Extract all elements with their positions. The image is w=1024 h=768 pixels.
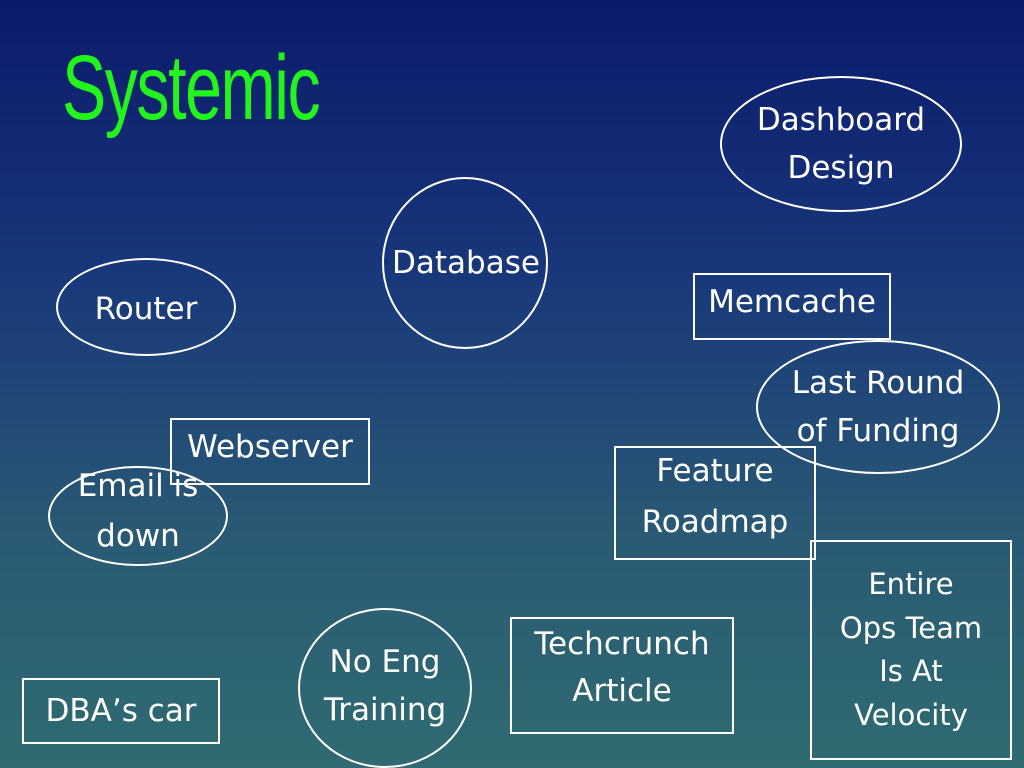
slide-title: Systemic [62,37,321,139]
node-label: Database [392,244,540,281]
email-is-down-node: Email is down [48,466,228,566]
entire-ops-team-node: Entire Ops Team Is At Velocity [810,540,1012,760]
router-node: Router [56,258,236,356]
techcrunch-article-node: Techcrunch Article [510,617,734,734]
node-label-line: Velocity [854,697,968,732]
node-label-line: of Funding [796,413,960,449]
database-node: Database [382,177,548,349]
dbas-car-node: DBA’s car [22,678,220,744]
node-label: Webserver [187,429,353,466]
node-label-line: Email is [77,468,199,505]
node-label-line: Feature [656,452,774,489]
no-eng-training-node: No Eng Training [298,608,472,768]
memcache-node: Memcache [693,273,891,340]
dashboard-design-node: Dashboard Design [720,76,962,212]
node-label-line: Design [787,150,895,186]
node-label-line: Is At [879,654,943,688]
node-label: Router [94,290,198,327]
node-label: DBA’s car [45,692,197,729]
node-label-line: Techcrunch [534,626,710,662]
node-label-line: Dashboard [756,101,926,138]
node-label-line: Roadmap [641,504,789,540]
node-label: Memcache [708,284,876,321]
node-label-line: Last Round [791,364,965,401]
node-label-line: Ops Team [839,610,983,645]
last-round-of-funding-node: Last Round of Funding [756,340,1000,474]
node-label-line: down [96,518,180,554]
node-label-line: Article [572,672,672,709]
node-label-line: Entire [868,567,954,601]
feature-roadmap-node: Feature Roadmap [614,446,816,560]
webserver-node: Webserver [170,418,370,485]
node-label-line: No Eng [329,643,441,680]
node-label-line: Training [323,692,447,728]
